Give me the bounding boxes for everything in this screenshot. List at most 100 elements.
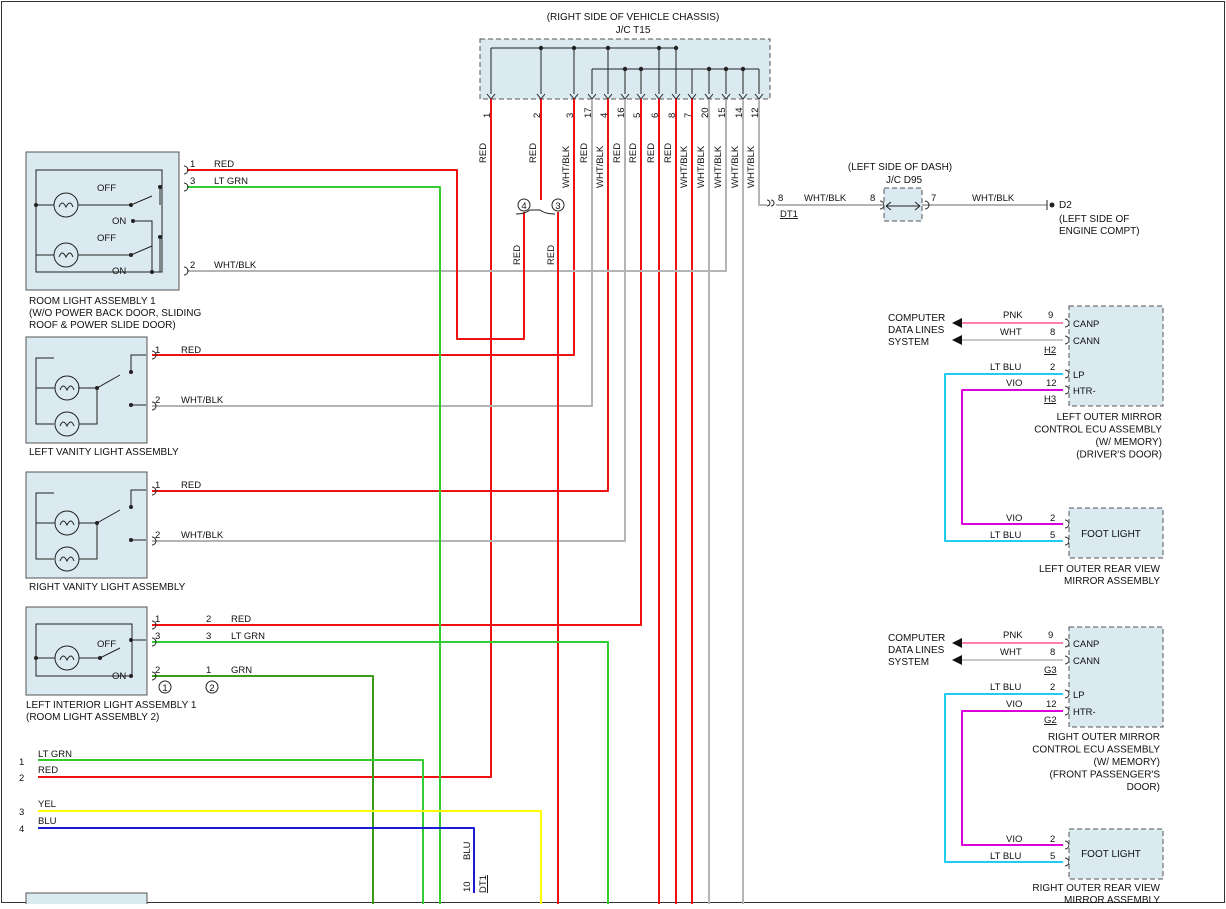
left-interior-sw-off: OFF	[97, 639, 116, 650]
left-interior-light-assembly-1: OFF ON 1 3 2 2 3 1 RED LT GRN GRN 1 2 LE…	[25, 606, 265, 723]
left-ecu-conn-bottom: H3	[1044, 394, 1056, 405]
left-foot-pin-5: 5	[1050, 530, 1055, 541]
right-ecu-pin-9: 9	[1048, 630, 1053, 641]
pin-connector-symbol	[183, 165, 189, 175]
left-ecu-conn-top: H2	[1044, 345, 1056, 356]
room-light-1-wire-3: LT GRN	[214, 176, 248, 187]
room-light-1-box	[25, 151, 180, 291]
wire-room1-pin3-ltgrn	[187, 186, 441, 904]
jc-t15-wire-label-12: WHT/BLK	[746, 145, 757, 188]
bottom-wire-num-1: 1	[19, 757, 24, 768]
splice-brace	[515, 209, 556, 215]
right-vanity-title: RIGHT VANITY LIGHT ASSEMBLY	[29, 582, 186, 593]
left-ecu-pin-12: 12	[1046, 378, 1057, 389]
right-foot-light-box	[1068, 828, 1164, 880]
right-ecu-pin-8: 8	[1050, 647, 1055, 658]
bottom-wire-num-4: 4	[19, 824, 24, 835]
pin-connector-symbol	[151, 350, 157, 360]
left-interior-wire-3: GRN	[231, 665, 252, 676]
jc-t15-wire-label-6: RED	[646, 143, 657, 163]
left-interior-wire-2: LT GRN	[231, 631, 265, 642]
wires	[38, 99, 1070, 904]
left-ecu-label-cann: CANN	[1073, 336, 1100, 347]
left-vanity-wire-2: WHT/BLK	[181, 395, 224, 406]
right-ecu-wire-wht: WHT	[1000, 647, 1022, 658]
left-ecu-label-htr: HTR-	[1073, 386, 1096, 397]
dt1-wire-label: WHT/BLK	[804, 193, 847, 204]
bottom-wire-color-3: YEL	[38, 799, 56, 810]
jc-t15-pin-15: 15	[717, 107, 728, 118]
jc-t15-junction-dot	[571, 45, 577, 51]
left-interior-pin-a-3: 2	[155, 665, 160, 676]
jc-t15-junction-dot	[673, 45, 679, 51]
room-light-1-inner	[35, 169, 163, 273]
bottom-wire-color-4: BLU	[38, 816, 57, 827]
wire-right-ecu-vio	[961, 710, 1063, 846]
jc-t15-wire-label-15: WHT/BLK	[713, 145, 724, 188]
wire-t15-16-red	[152, 99, 609, 492]
wire-interior-pin3-ltgrn	[152, 641, 609, 904]
jc-t15-location: (RIGHT SIDE OF VEHICLE CHASSIS)	[547, 12, 720, 23]
right-ecu-wire-pnk: PNK	[1003, 630, 1023, 641]
left-vanity-title: LEFT VANITY LIGHT ASSEMBLY	[29, 447, 179, 458]
left-interior-pin-a-2: 3	[155, 631, 160, 642]
left-ecu-pin-2: 2	[1050, 362, 1055, 373]
wire-right-ecu-ltblu	[944, 693, 1063, 863]
left-interior-sw-on: ON	[112, 671, 126, 682]
pin-connector-symbol	[1064, 655, 1070, 665]
left-vanity-pin-2: 2	[155, 395, 160, 406]
jc-t15: (RIGHT SIDE OF VEHICLE CHASSIS) J/C T15 …	[479, 12, 771, 118]
left-interior-box	[25, 606, 148, 696]
left-foot-light: FOOT LIGHT VIO 2 LT BLU 5 LEFT OUTER REA…	[990, 507, 1164, 587]
jc-t15-pin-3: 3	[565, 113, 576, 118]
wire-t15-15-whtblk	[187, 99, 727, 272]
wire-t15-5-red	[152, 99, 642, 626]
wire-left-ecu-ltblu	[944, 373, 1063, 542]
jc-d95-box	[883, 187, 923, 222]
jc-t15-junction-dot	[740, 66, 746, 72]
jc-t15-junction-dot	[605, 45, 611, 51]
blu-drop-color: BLU	[462, 841, 473, 860]
wire-t15-4-whtblk	[152, 99, 626, 542]
pin-connector-symbol	[1064, 369, 1070, 379]
jc-t15-pin-12: 12	[750, 107, 761, 118]
left-foot-light-box	[1068, 507, 1164, 559]
jc-t15-wire-label-14: WHT/BLK	[730, 145, 741, 188]
pin-connector-symbol	[183, 266, 189, 276]
jc-t15-pin-20: 20	[700, 107, 711, 118]
jc-t15-pin-4: 4	[599, 113, 610, 118]
left-interior-pin-a-1: 1	[155, 614, 160, 625]
right-foot-pin-2: 2	[1050, 834, 1055, 845]
wire-t15-1-red	[38, 99, 492, 778]
room-light-1-sw-on-2: ON	[112, 266, 126, 277]
right-ecu-label-htr: HTR-	[1073, 707, 1096, 718]
room-light-1-sw-off-2: OFF	[97, 233, 116, 244]
jc-t15-pin-14: 14	[734, 107, 745, 118]
right-foot-light: FOOT LIGHT VIO 2 LT BLU 5 RIGHT OUTER RE…	[990, 828, 1164, 906]
dt1-pin: 8	[778, 193, 783, 204]
dt1-connector: 8 DT1 WHT/BLK	[766, 193, 847, 220]
left-foot-pin-2: 2	[1050, 513, 1055, 524]
wire-t15-17-red	[152, 99, 575, 356]
jc-t15-wire-label-8: RED	[663, 143, 674, 163]
right-foot-wire-vio: VIO	[1006, 834, 1022, 845]
left-ecu-pin-8: 8	[1050, 327, 1055, 338]
left-interior-wire-1: RED	[231, 614, 251, 625]
left-interior-pin-b-1: 2	[206, 614, 211, 625]
left-foot-wire-ltblu: LT BLU	[990, 530, 1021, 541]
room-light-1-pin-2: 2	[190, 260, 195, 271]
wire-room1-pin1-red	[187, 169, 525, 340]
left-foot-light-label: FOOT LIGHT	[1081, 529, 1141, 540]
jc-t15-pin-17: 17	[583, 107, 594, 118]
right-vanity-pin-2: 2	[155, 530, 160, 541]
splice-wire-right-label: RED	[546, 245, 557, 265]
jc-t15-bus-b	[591, 68, 760, 94]
jc-t15-pin-16: 16	[616, 107, 627, 118]
right-mirror-ecu-box	[1068, 626, 1164, 728]
right-ecu-wire-ltblu: LT BLU	[990, 682, 1021, 693]
